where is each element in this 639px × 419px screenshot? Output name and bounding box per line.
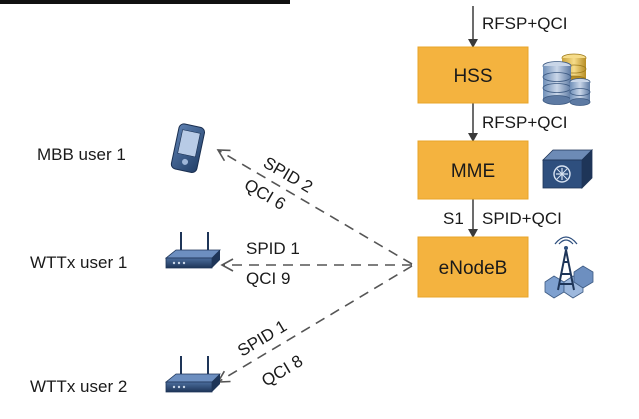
hss-node: HSS [417, 46, 529, 104]
smartphone-icon [170, 123, 206, 173]
cpe-router-icon [164, 232, 221, 269]
hss-label: HSS [453, 66, 492, 87]
label-top-rfsp-qci: RFSP+QCI [482, 14, 568, 33]
database-server-icon [542, 53, 591, 106]
dashed-arrow-to-wttx-user-2 [216, 265, 413, 383]
wttx-user-1-name: WTTx user 1 [30, 253, 127, 272]
wttx-user-2-spid-label: SPID 1 [234, 316, 290, 360]
mme-label: MME [451, 161, 495, 182]
mbb-user-1-name: MBB user 1 [37, 145, 126, 164]
wttx-user-2-name: WTTx user 2 [30, 377, 127, 396]
base-station-tower-icon [544, 236, 594, 299]
label-s1: S1 [443, 209, 464, 228]
top-cropped-text-fragment [0, 0, 290, 4]
cpe-router-icon [164, 356, 221, 393]
dashed-arrow-to-mbb-user-1 [216, 149, 413, 265]
wttx-user-1-spid-label: SPID 1 [246, 239, 300, 258]
label-mme-enodeb-spid-qci: SPID+QCI [482, 209, 562, 228]
wttx-user-2-qci-label: QCI 8 [258, 351, 306, 390]
wttx-user-1-qci-label: QCI 9 [246, 269, 290, 288]
enodeb-label: eNodeB [439, 258, 508, 279]
label-hss-mme-rfsp-qci: RFSP+QCI [482, 113, 568, 132]
enodeb-node: eNodeB [417, 236, 529, 298]
mme-node: MME [417, 140, 529, 200]
mme-server-icon [542, 149, 593, 189]
